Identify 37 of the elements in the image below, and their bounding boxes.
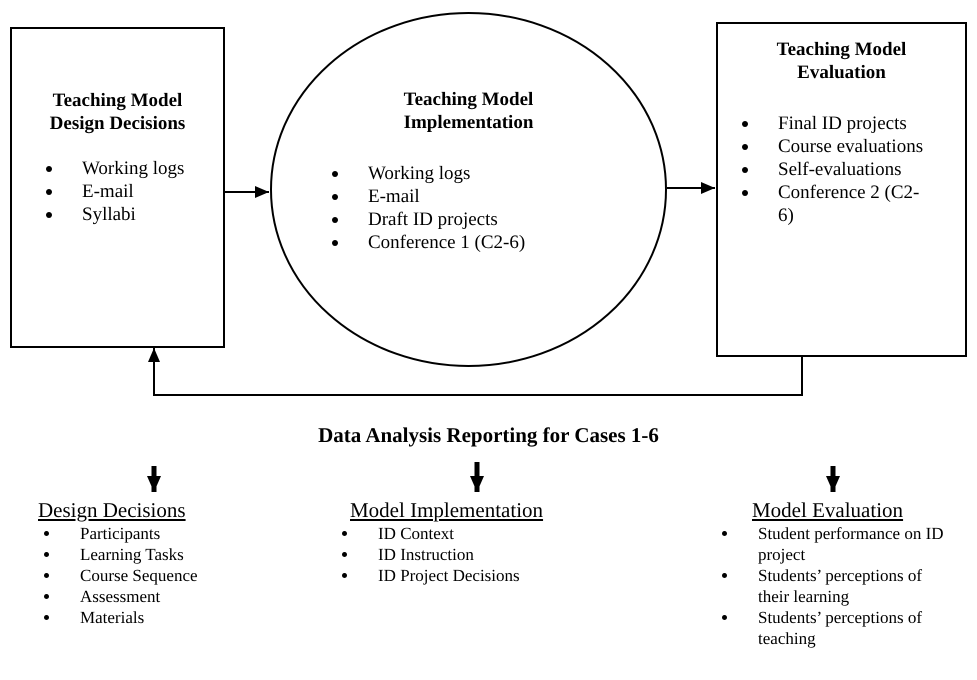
arrow (148, 348, 803, 396)
box-heading: Teaching Model Design Decisions (48, 89, 186, 135)
arrow (826, 466, 840, 492)
bullet-item: Conference 1 (C2-6) (368, 232, 526, 253)
bullet-item: Draft ID projects (368, 209, 498, 230)
bullet-item: ID Project Decisions (378, 566, 520, 585)
bullet-item: Syllabi (82, 204, 136, 225)
bullet-item: Students’ perceptions of teaching (758, 608, 922, 648)
bullet-item: Learning Tasks (80, 545, 184, 564)
bullet-item: Materials (80, 608, 144, 627)
arrow (225, 186, 269, 198)
box-heading: Teaching Model Evaluation (776, 38, 908, 84)
arrow (147, 466, 161, 492)
bullet-item: Course evaluations (778, 136, 924, 157)
bullet-item: E-mail (368, 186, 420, 207)
bullet-item: E-mail (82, 181, 134, 202)
bullet-item: Participants (80, 524, 160, 543)
column-heading: Model Evaluation (752, 498, 904, 523)
bullet-item: Self-evaluations (778, 159, 902, 180)
bullet-item: Working logs (82, 158, 184, 179)
bullet-item: Assessment (80, 587, 160, 606)
bullet-item: ID Instruction (378, 545, 474, 564)
bullet-item: Final ID projects (778, 113, 907, 134)
arrow (470, 462, 484, 492)
column-heading: Model Implementation (350, 498, 544, 523)
process-box (10, 27, 225, 348)
bullet-item: Students’ perceptions of their learning (758, 566, 922, 606)
bullet-item: Conference 2 (C2-6) (778, 182, 920, 226)
bullet-item: Student performance on ID project (758, 524, 944, 564)
process-box (716, 22, 967, 357)
column-heading: Design Decisions (38, 498, 187, 523)
bullet-item: ID Context (378, 524, 454, 543)
box-heading: Data Analysis Reporting for Cases 1-6 (317, 422, 660, 448)
arrow (667, 182, 715, 194)
bullet-item: Working logs (368, 163, 470, 184)
bullet-item: Course Sequence (80, 566, 198, 585)
box-heading: Teaching Model Implementation (402, 88, 534, 134)
